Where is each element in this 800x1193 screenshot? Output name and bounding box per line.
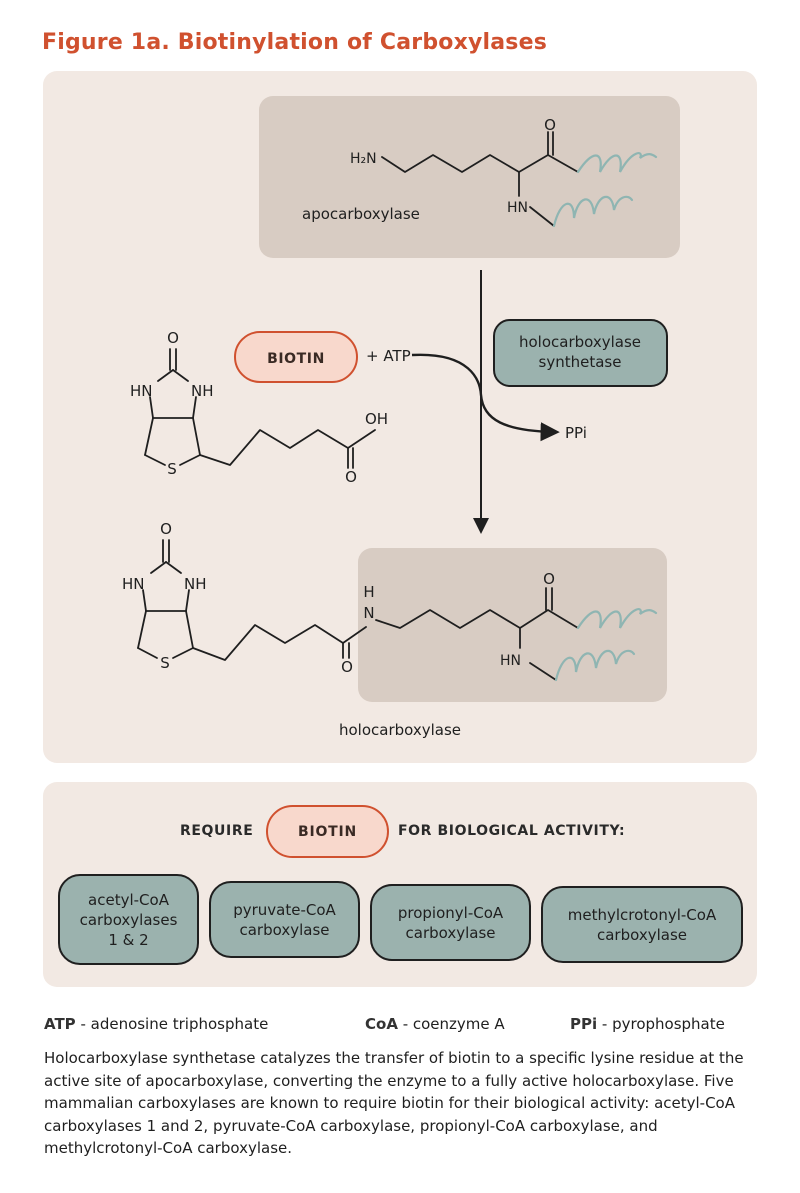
- enzyme-card-line: carboxylase: [239, 920, 330, 939]
- figure-title: Figure 1a. Biotinylation of Carboxylases: [42, 30, 548, 55]
- holo-h-label: H: [363, 583, 374, 601]
- holo-n-label: N: [363, 604, 374, 622]
- ppi-label: PPi: [565, 424, 587, 442]
- enzyme-card-line: carboxylase: [405, 923, 496, 942]
- holo-biotin-s-label: S: [160, 654, 170, 672]
- enzyme-card-methylcrotonyl-coa: methylcrotonyl-CoA carboxylase: [541, 886, 743, 963]
- legend-item-atp: ATP - adenosine triphosphate: [44, 1015, 268, 1033]
- biotin-nh-label: NH: [191, 382, 214, 400]
- holo-amide-o-label: O: [341, 658, 353, 676]
- holo-amide-hn-label: HN: [500, 653, 521, 669]
- plus-atp-label: + ATP: [366, 347, 411, 365]
- ppi-release-arrow: [411, 353, 560, 442]
- holo-biotin-hn-label: HN: [122, 575, 145, 593]
- legend-abbr: ATP: [44, 1015, 76, 1033]
- apocarboxylase-box: [259, 96, 680, 258]
- biotin-structure: [144, 348, 376, 469]
- enzyme-box: [493, 319, 668, 387]
- enzyme-card-line: 1 & 2: [108, 930, 149, 949]
- enzyme-card-acetyl-coa: acetyl-CoA carboxylases 1 & 2: [58, 874, 199, 965]
- holo-carbonyl-o-label: O: [543, 570, 555, 588]
- enzyme-label-line2: synthetase: [539, 353, 622, 371]
- carbonyl-oxygen-label: O: [544, 116, 556, 134]
- biotin-pill-label: BIOTIN: [267, 351, 325, 367]
- requirement-biotin-pill: BIOTIN: [266, 805, 389, 858]
- legend-item-coa: CoA - coenzyme A: [365, 1015, 505, 1033]
- enzyme-label-line1: holocarboxylase: [519, 333, 641, 351]
- enzyme-card-line: methylcrotonyl-CoA: [567, 905, 717, 924]
- biotin-oh-label: OH: [365, 410, 388, 428]
- holo-biotin-o-label: O: [160, 520, 172, 538]
- require-label: REQUIRE: [180, 823, 254, 839]
- legend-text: - coenzyme A: [397, 1015, 505, 1033]
- enzyme-card-line: pyruvate-CoA: [233, 900, 336, 919]
- biotin-hn-label: HN: [130, 382, 153, 400]
- amine-atom-label: H₂N: [350, 151, 377, 167]
- legend-text: - pyrophosphate: [597, 1015, 725, 1033]
- enzyme-card-pyruvate-coa: pyruvate-CoA carboxylase: [209, 881, 360, 958]
- holo-biotin-nh-label: NH: [184, 575, 207, 593]
- biotin-o-label: O: [167, 329, 179, 347]
- legend-abbr: PPi: [570, 1015, 598, 1033]
- biological-activity-label: FOR BIOLOGICAL ACTIVITY:: [398, 823, 626, 839]
- enzyme-card-line: propionyl-CoA: [397, 903, 504, 922]
- amide-hn-label: HN: [507, 200, 528, 216]
- holocarboxylase-structure: [137, 539, 579, 681]
- holocarboxylase-label: holocarboxylase: [339, 721, 461, 739]
- legend-item-ppi: PPi - pyrophosphate: [570, 1015, 725, 1033]
- biotinylation-diagram: H₂N O HN apocarboxylase PPi holocarboxyl…: [122, 96, 680, 739]
- figure-caption: Holocarboxylase synthetase catalyzes the…: [44, 1049, 744, 1157]
- legend-text: - adenosine triphosphate: [75, 1015, 269, 1033]
- enzyme-card-line: acetyl-CoA: [88, 890, 169, 909]
- apocarboxylase-structure: [381, 131, 579, 227]
- holocarboxylase-helix: [554, 608, 658, 682]
- biotin-s-label: S: [167, 460, 177, 478]
- biotin-acid-o-label: O: [345, 468, 357, 486]
- apocarboxylase-label: apocarboxylase: [302, 205, 420, 223]
- enzyme-card-line: carboxylases: [79, 910, 178, 929]
- biotin-pill: [234, 331, 358, 383]
- apocarboxylase-helix: [552, 152, 658, 228]
- enzyme-card-line: carboxylase: [596, 925, 687, 944]
- enzyme-card-propionyl-coa: propionyl-CoA carboxylase: [370, 884, 531, 961]
- holocarboxylase-box: [358, 548, 667, 702]
- legend-abbr: CoA: [365, 1015, 398, 1033]
